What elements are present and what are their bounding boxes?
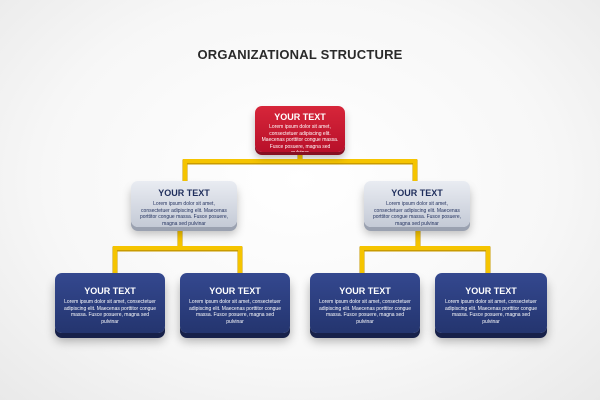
node-body: Lorem ipsum dolor sit amet, consectetuer… bbox=[445, 299, 537, 325]
org-node-level2-1: YOUR TEXT Lorem ipsum dolor sit amet, co… bbox=[55, 273, 165, 333]
node-body: Lorem ipsum dolor sit amet, consectetuer… bbox=[261, 124, 339, 152]
node-body: Lorem ipsum dolor sit amet, consectetuer… bbox=[139, 201, 229, 227]
org-node-level1-right: YOUR TEXT Lorem ipsum dolor sit amet, co… bbox=[364, 181, 470, 227]
node-body: Lorem ipsum dolor sit amet, consectetuer… bbox=[319, 299, 411, 325]
node-heading: YOUR TEXT bbox=[391, 188, 443, 198]
node-body: Lorem ipsum dolor sit amet, consectetuer… bbox=[372, 201, 462, 227]
node-heading: YOUR TEXT bbox=[465, 286, 517, 296]
node-heading: YOUR TEXT bbox=[339, 286, 391, 296]
org-node-root: YOUR TEXT Lorem ipsum dolor sit amet, co… bbox=[255, 106, 345, 152]
connector-left-group bbox=[112, 228, 243, 279]
connector-right-group bbox=[359, 228, 491, 279]
node-heading: YOUR TEXT bbox=[158, 188, 210, 198]
node-body: Lorem ipsum dolor sit amet, consectetuer… bbox=[189, 299, 281, 325]
org-node-level2-2: YOUR TEXT Lorem ipsum dolor sit amet, co… bbox=[180, 273, 290, 333]
connector-lines bbox=[113, 148, 490, 277]
node-heading: YOUR TEXT bbox=[274, 112, 326, 122]
org-node-level2-3: YOUR TEXT Lorem ipsum dolor sit amet, co… bbox=[310, 273, 420, 333]
org-node-level2-4: YOUR TEXT Lorem ipsum dolor sit amet, co… bbox=[435, 273, 547, 333]
node-body: Lorem ipsum dolor sit amet, consectetuer… bbox=[64, 299, 156, 325]
diagram-title: ORGANIZATIONAL STRUCTURE bbox=[197, 47, 403, 62]
node-heading: YOUR TEXT bbox=[209, 286, 261, 296]
org-node-level1-left: YOUR TEXT Lorem ipsum dolor sit amet, co… bbox=[131, 181, 237, 227]
node-heading: YOUR TEXT bbox=[84, 286, 136, 296]
